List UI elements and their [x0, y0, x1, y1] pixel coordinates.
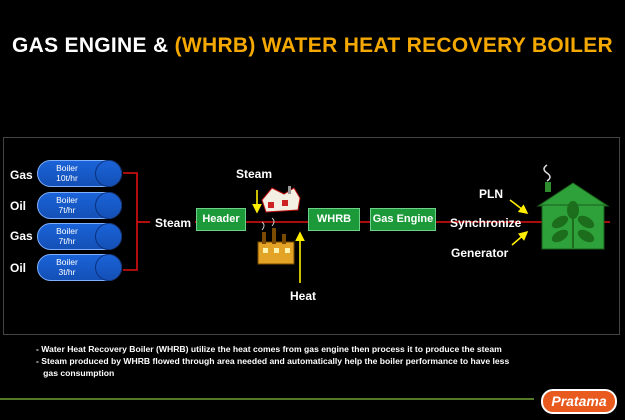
fuel-label: Gas: [10, 229, 33, 243]
boiler-cap: [95, 223, 122, 250]
generator-arrow: [511, 230, 529, 246]
steam-label-top: Steam: [236, 167, 273, 181]
pln-arrow: [509, 199, 529, 214]
steam-label-left: Steam: [155, 216, 192, 230]
title-part-1: GAS ENGINE &: [11, 34, 175, 57]
boiler-cap: [95, 192, 122, 219]
pln-label: PLN: [479, 187, 503, 201]
gas-engine-box: Gas Engine: [370, 208, 436, 231]
fuel-label: Oil: [10, 261, 27, 275]
note-line: gas consumption: [36, 368, 115, 378]
whrb-box: WHRB: [308, 208, 360, 231]
pratama-logo: Pratama: [541, 389, 617, 414]
factory-icon-top: [261, 186, 301, 213]
boiler-bracket: [123, 172, 138, 271]
notes: - Water Heat Recovery Boiler (WHRB) util…: [36, 343, 596, 379]
page-title: GAS ENGINE & (WHRB) WATER HEAT RECOVERY …: [0, 34, 625, 58]
note-line: - Water Heat Recovery Boiler (WHRB) util…: [36, 344, 502, 354]
generator-label: Generator: [451, 246, 509, 260]
synchronize-label: Synchronize: [450, 216, 522, 230]
diagram-frame: [3, 137, 620, 335]
title-part-2: (WHRB) WATER HEAT RECOVERY BOILER: [174, 34, 614, 57]
heat-label: Heat: [290, 289, 317, 303]
boiler-cap: [95, 160, 122, 187]
fuel-label: Oil: [10, 199, 27, 213]
boiler-cap: [95, 254, 122, 281]
note-line: - Steam produced by WHRB flowed through …: [36, 356, 510, 366]
header-box: Header: [196, 208, 246, 231]
factory-icon-bottom: [257, 217, 295, 265]
fuel-label: Gas: [10, 168, 33, 182]
green-house-icon: [536, 164, 610, 250]
